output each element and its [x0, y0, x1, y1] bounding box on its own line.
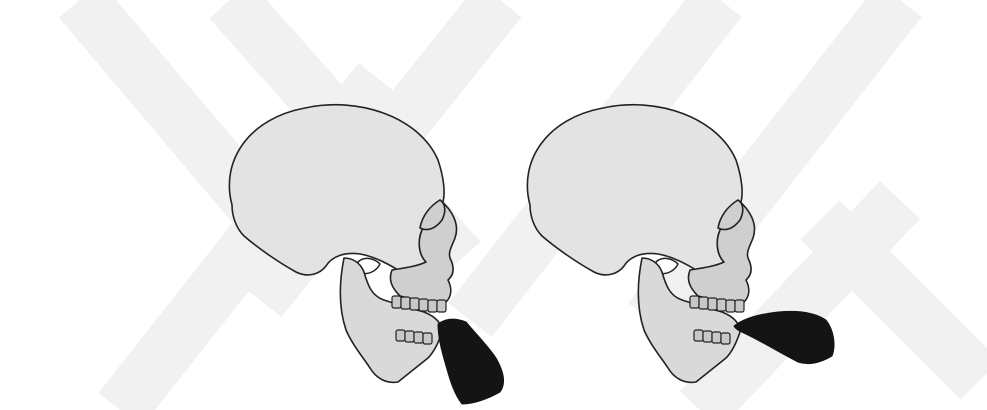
- cranium-left: [229, 105, 444, 275]
- cranium-right: [527, 105, 742, 275]
